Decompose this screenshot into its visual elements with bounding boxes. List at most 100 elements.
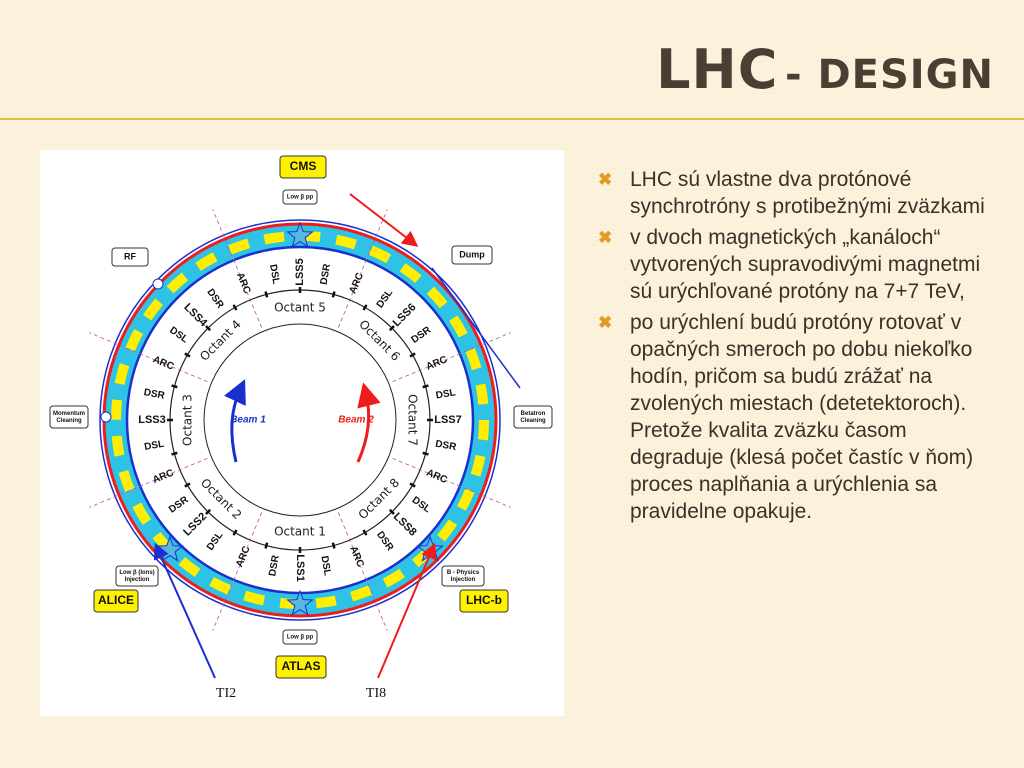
momentum-cleaning-box-bg — [49, 405, 89, 429]
bullet-text: LHC sú vlastne dva protónové synchrotrón… — [630, 168, 985, 218]
lss-label: LSS8 — [391, 511, 419, 539]
ions-injection-box-text: Injection — [125, 577, 150, 583]
experiment-alice-box-bg — [93, 589, 139, 613]
octant-tick — [362, 529, 368, 536]
experiment-cms-box-text: CMS — [290, 159, 317, 173]
dump-line — [349, 193, 419, 247]
sector-divider — [392, 332, 511, 383]
arc-label: ARC — [234, 271, 252, 295]
betatron-cleaning-box-text: Betatron — [521, 411, 546, 417]
marker-dot — [100, 411, 112, 423]
octant-tick — [331, 291, 336, 298]
octant-tick — [264, 291, 269, 298]
octant-tick — [409, 482, 416, 488]
bullet-x-icon: ✖ — [598, 313, 613, 332]
dump-box: Dump — [451, 245, 493, 265]
octant-tick — [264, 542, 269, 549]
sector-divider — [89, 457, 208, 508]
sector-divider — [89, 332, 208, 383]
low-beta-top-box: Low β pp — [282, 189, 318, 205]
octant-tick — [331, 542, 336, 549]
low-beta-top-box-bg — [282, 189, 318, 205]
dsl-label: DSL — [205, 530, 225, 553]
octant-tick — [205, 325, 212, 332]
low-beta-bottom-box-text: Low β pp — [287, 635, 314, 641]
ti8-injection-line — [377, 542, 437, 679]
dsr-label: DSR — [267, 554, 282, 577]
dsl-label: DSL — [267, 263, 281, 285]
octant-tick — [409, 352, 416, 358]
beam1-label: Beam 1 — [230, 415, 266, 426]
experiment-cms-box: CMS — [279, 155, 327, 179]
arc-label: ARC — [348, 271, 366, 295]
lss-label: LSS2 — [181, 511, 209, 539]
arc-label: ARC — [347, 545, 365, 569]
octant-tick — [362, 304, 368, 311]
arc-label: ARC — [234, 545, 252, 569]
dsr-label: DSR — [143, 387, 166, 402]
lss-label: LSS6 — [391, 301, 419, 329]
octant-label: Octant 5 — [274, 301, 326, 315]
ti2-label: TI2 — [216, 686, 236, 701]
experiment-atlas-box-bg — [275, 655, 327, 679]
sector-divider — [337, 209, 388, 328]
arc-label: ARC — [425, 468, 449, 486]
dsl-label: DSL — [167, 325, 190, 345]
octant-tick — [388, 508, 395, 515]
dsl-label: DSL — [318, 555, 332, 577]
experiment-alice-box-text: ALICE — [98, 593, 134, 607]
octant-tick — [422, 451, 429, 456]
dsl-label: DSL — [375, 287, 395, 310]
bullet-item: ✖ LHC sú vlastne dva protónové synchrotró… — [596, 166, 996, 220]
octant-tick — [422, 384, 429, 389]
sector-divider — [212, 209, 263, 328]
ions-injection-box-text: Low β (Ions) — [119, 570, 154, 576]
bullet-list: ✖ LHC sú vlastne dva protónové synchrotró… — [596, 166, 996, 529]
beam2-arrow-icon — [356, 382, 381, 463]
sector-divider — [212, 512, 263, 631]
beam-blue-ring — [125, 245, 475, 595]
dsr-label: DSR — [374, 530, 396, 554]
bullet-item: ✖ po urýchlení budú protóny rotovať v opa… — [596, 309, 996, 525]
momentum-cleaning-box-text: Momentum — [53, 411, 85, 417]
low-beta-top-box-text: Low β pp — [287, 195, 314, 201]
octant-tick — [205, 508, 212, 515]
octant-label: Octant 3 — [181, 394, 195, 446]
betatron-cleaning-box-bg — [513, 405, 553, 429]
lss-label: LSS1 — [294, 554, 306, 582]
experiment-lhcb-box: LHC-b — [459, 589, 509, 613]
lss-label: LSS7 — [434, 414, 462, 426]
dsr-label: DSR — [319, 262, 334, 285]
rf-box: RF — [111, 247, 149, 267]
lss-label: LSS5 — [294, 258, 306, 286]
dsr-label: DSR — [434, 439, 457, 454]
bullet-x-icon: ✖ — [598, 170, 613, 189]
octant-tick — [184, 352, 191, 358]
collision-star-cms-icon — [286, 221, 314, 248]
ti8-label: TI8 — [366, 686, 386, 701]
bullet-item: ✖v dvoch magnetických „kanáloch“ vytvore… — [596, 224, 996, 305]
bphysics-injection-box-bg — [441, 565, 485, 587]
octant-tick — [388, 325, 395, 332]
experiment-atlas-box: ATLAS — [275, 655, 327, 679]
dsl-label: DSL — [410, 495, 433, 515]
lss-label: LSS3 — [138, 414, 166, 426]
dump-box-bg — [451, 245, 493, 265]
title-main: LHC — [656, 38, 779, 101]
ring-yellow-segments — [111, 231, 489, 609]
dump-line-blue — [431, 267, 521, 389]
octant-tick — [171, 451, 178, 456]
octant-label: Octant 1 — [274, 525, 326, 539]
sector-divider — [337, 512, 388, 631]
bphysics-injection-box-text: Injection — [451, 577, 476, 583]
title-sub: - design — [784, 52, 994, 98]
octant-label: Octant 7 — [406, 394, 420, 446]
bullet-text: po urýchlení budú protóny rotovať v opač… — [630, 311, 974, 523]
inner-circle — [203, 323, 397, 517]
octant-tick — [171, 384, 178, 389]
momentum-cleaning-box-text: Cleaning — [56, 418, 82, 424]
dsr-label: DSR — [167, 494, 191, 516]
